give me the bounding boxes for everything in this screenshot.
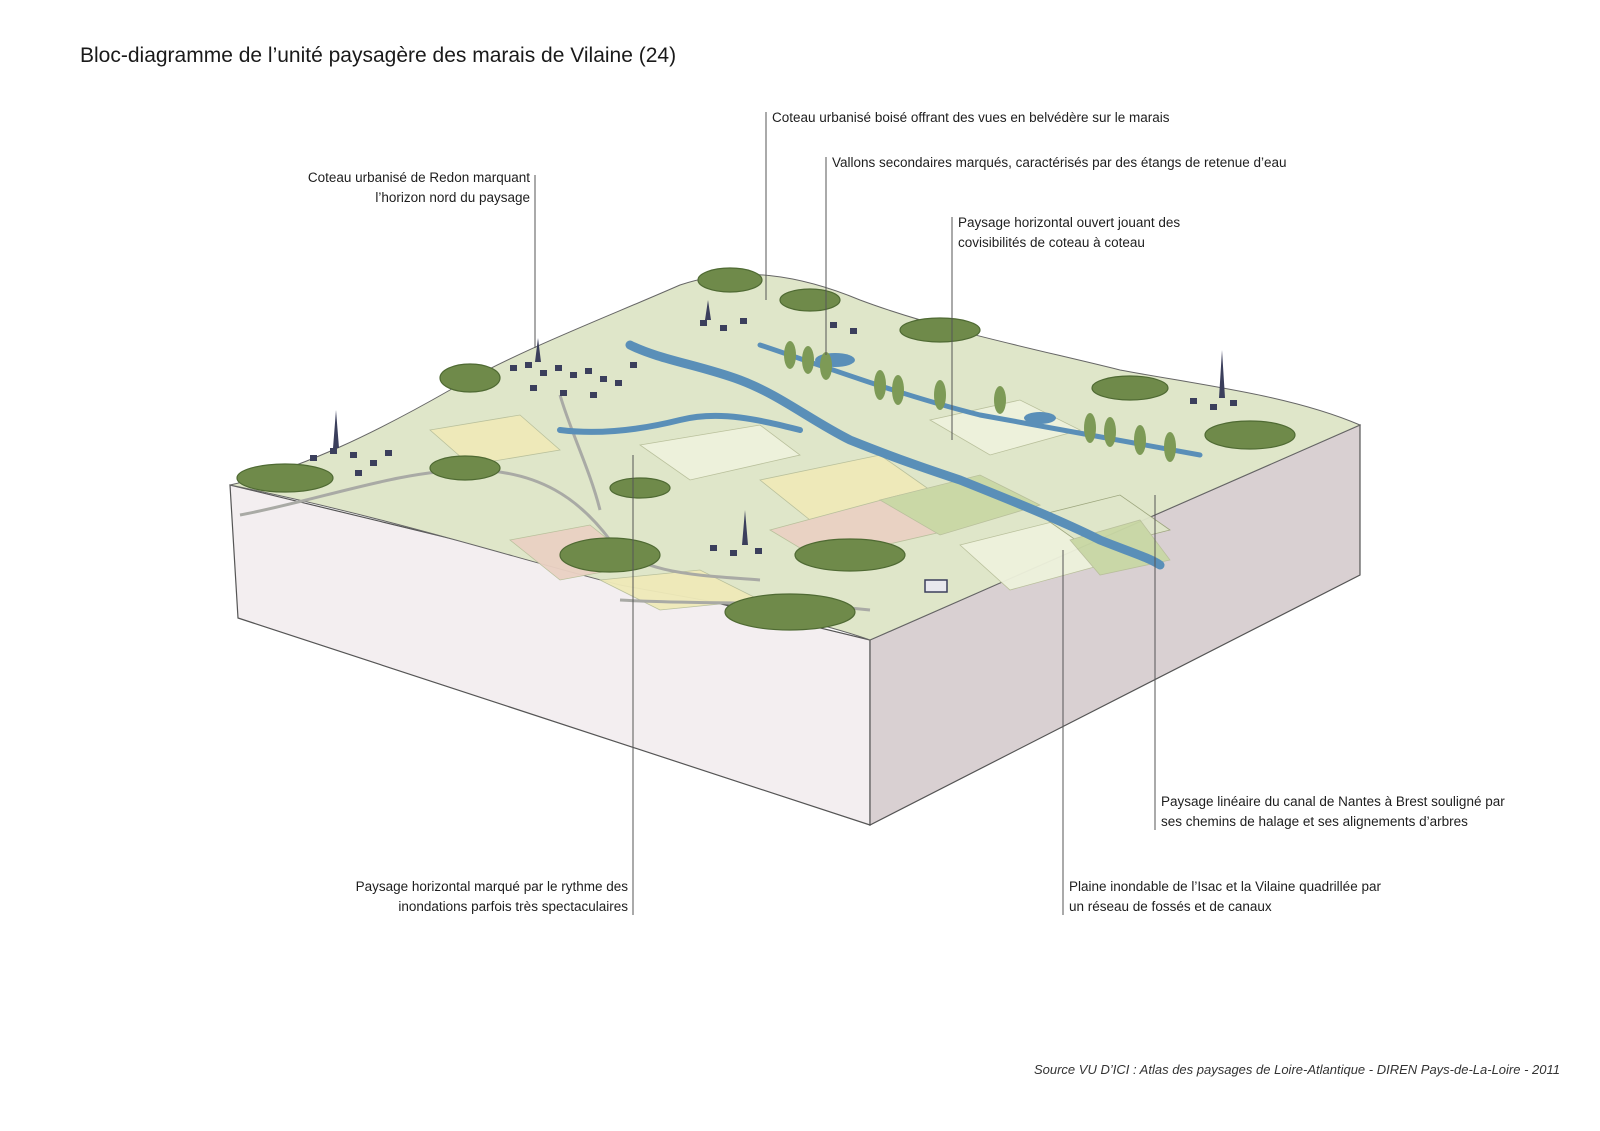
tree-rows [784, 341, 1176, 462]
annotation-coteau-redon: Coteau urbanisé de Redon marquant l’hori… [308, 168, 530, 208]
canal-nantes-brest [757, 342, 1203, 458]
forest-patch [697, 267, 763, 293]
forest-patch [794, 538, 906, 572]
forest-patch [724, 593, 856, 631]
annotation-line: Paysage horizontal ouvert jouant des [958, 215, 1181, 230]
leader-lines [534, 112, 1156, 915]
forests [236, 267, 1296, 631]
annotation-line: inondations parfois très spectaculaires [398, 899, 628, 914]
village-redon [510, 338, 637, 398]
page-title: Bloc-diagramme de l’unité paysagère des … [80, 44, 677, 67]
forest-patch [609, 477, 671, 499]
forest-patch [236, 463, 334, 493]
chateau [924, 579, 948, 593]
village-west [310, 410, 392, 476]
annotation-line: ses chemins de halage et ses alignements… [1161, 814, 1468, 829]
annotation-canal: Paysage linéaire du canal de Nantes à Br… [1161, 792, 1505, 832]
villages [310, 300, 1237, 593]
forest-patch [1204, 420, 1296, 450]
village-hill [700, 300, 857, 334]
forest-patch [899, 317, 981, 343]
river-vilaine [625, 340, 1165, 570]
source-credit: Source VU D’ICI : Atlas des paysages de … [1033, 1062, 1560, 1077]
annotation-line: Paysage horizontal marqué par le rythme … [355, 879, 628, 894]
village-east [1190, 350, 1237, 410]
annotation-line: Coteau urbanisé boisé offrant des vues e… [772, 110, 1170, 125]
annotation-coteau-boise: Coteau urbanisé boisé offrant des vues e… [772, 108, 1170, 128]
village-center [710, 510, 762, 556]
annotation-paysage-ouvert: Paysage horizontal ouvert jouant des cov… [958, 213, 1180, 253]
river-branch [557, 412, 803, 435]
forest-patch [779, 288, 841, 312]
forest-patch [439, 363, 501, 393]
annotation-line: Paysage linéaire du canal de Nantes à Br… [1161, 794, 1505, 809]
annotation-line: Vallons secondaires marqués, caractérisé… [832, 155, 1287, 170]
annotation-line: l’horizon nord du paysage [375, 190, 530, 205]
pond [1024, 412, 1056, 424]
forest-patch [429, 455, 501, 481]
forest-patch [1091, 375, 1169, 401]
annotation-line: covisibilités de coteau à coteau [958, 235, 1145, 250]
annotation-vallons: Vallons secondaires marqués, caractérisé… [832, 153, 1287, 173]
forest-patch [559, 537, 661, 573]
annotation-plaine: Plaine inondable de l’Isac et la Vilaine… [1069, 877, 1381, 917]
annotation-line: Plaine inondable de l’Isac et la Vilaine… [1069, 879, 1381, 894]
annotation-line: Coteau urbanisé de Redon marquant [307, 170, 530, 185]
annotation-line: un réseau de fossés et de canaux [1069, 899, 1272, 914]
annotation-inondations: Paysage horizontal marqué par le rythme … [356, 877, 628, 917]
